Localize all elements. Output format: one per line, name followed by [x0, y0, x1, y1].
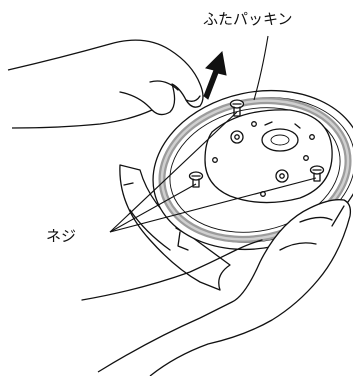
- screws-label: ネジ: [46, 229, 76, 244]
- left-hand: [8, 40, 203, 128]
- up-arrow-icon: [204, 52, 226, 99]
- gasket-label: ふたパッキン: [203, 12, 293, 27]
